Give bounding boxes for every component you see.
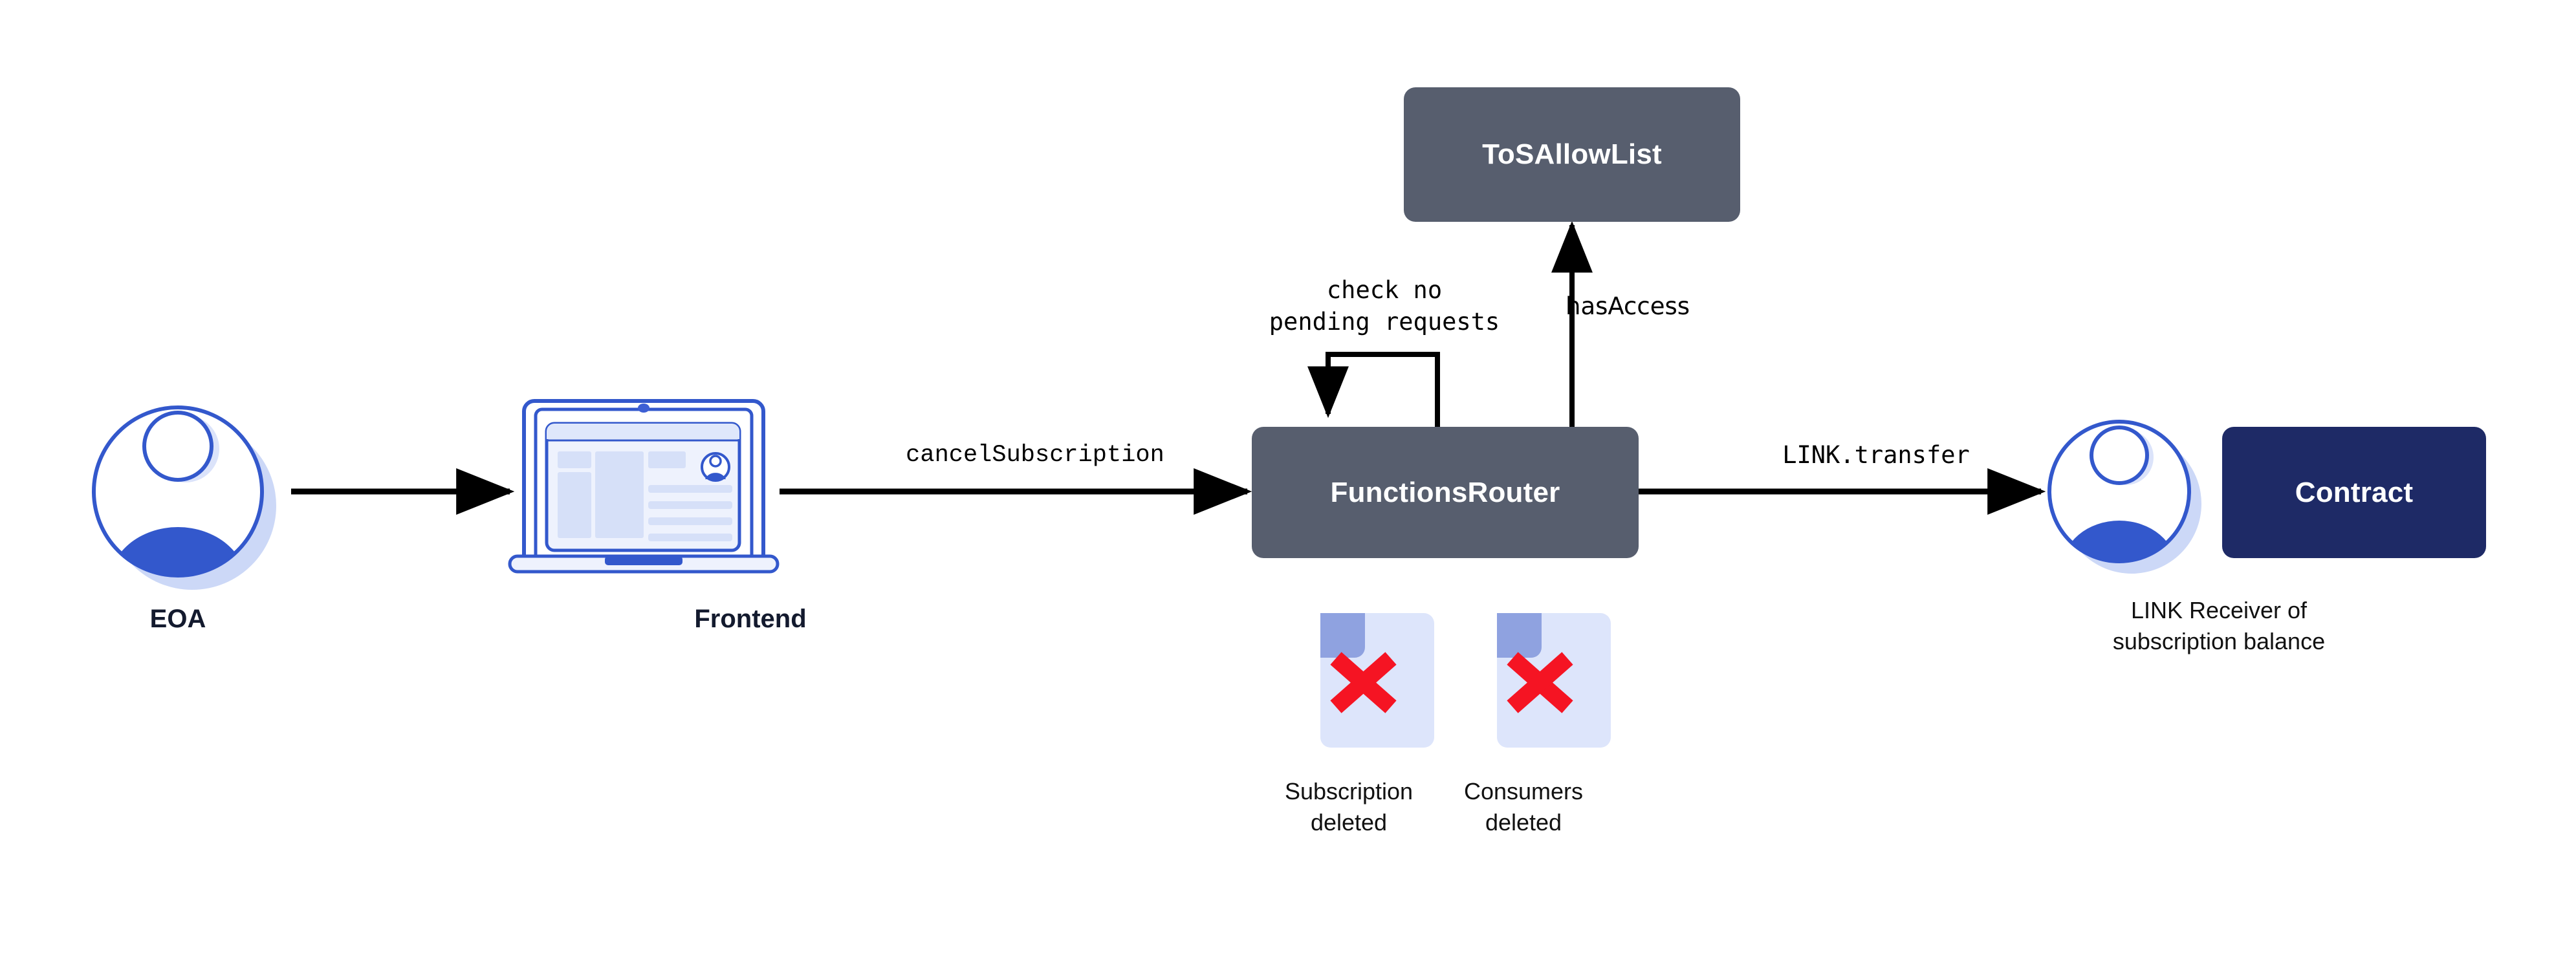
- laptop-icon-frontend: [508, 399, 780, 574]
- node-frontend-label: Frontend: [694, 605, 807, 633]
- document-deleted-icon-consumers: [1497, 613, 1611, 748]
- node-functions-router[interactable]: FunctionsRouter: [1252, 427, 1639, 558]
- node-tos-allow-list-label: ToSAllowList: [1482, 138, 1662, 170]
- red-x-icon: [1330, 652, 1397, 713]
- node-link-receiver-label: LINK Receiver of subscription balance: [2112, 597, 2326, 654]
- node-functions-router-label: FunctionsRouter: [1330, 476, 1560, 508]
- document-deleted-icon-subscription: [1320, 613, 1434, 748]
- edge-label-has-access: hasAccess: [1566, 292, 1690, 320]
- node-tos-allow-list[interactable]: ToSAllowList: [1404, 87, 1740, 222]
- artifact-subscription-deleted-label: Subscription deleted: [1284, 778, 1414, 836]
- red-x-icon: [1507, 652, 1573, 713]
- user-avatar-icon-eoa: [92, 405, 276, 590]
- node-eoa-label: EOA: [149, 605, 206, 633]
- artifact-consumers-deleted-label: Consumers deleted: [1463, 778, 1584, 836]
- node-contract[interactable]: Contract: [2222, 427, 2486, 558]
- edge-label-link-transfer: LINK.transfer: [1782, 441, 1970, 469]
- node-contract-label: Contract: [2295, 476, 2414, 508]
- user-avatar-icon-link-receiver: [2047, 420, 2201, 574]
- edge-label-check-no-pending-requests: check no pending requests: [1269, 276, 1500, 336]
- edge-label-cancel-subscription: cancelSubscription: [906, 442, 1164, 469]
- edge-router-self-loop: [1307, 352, 1440, 427]
